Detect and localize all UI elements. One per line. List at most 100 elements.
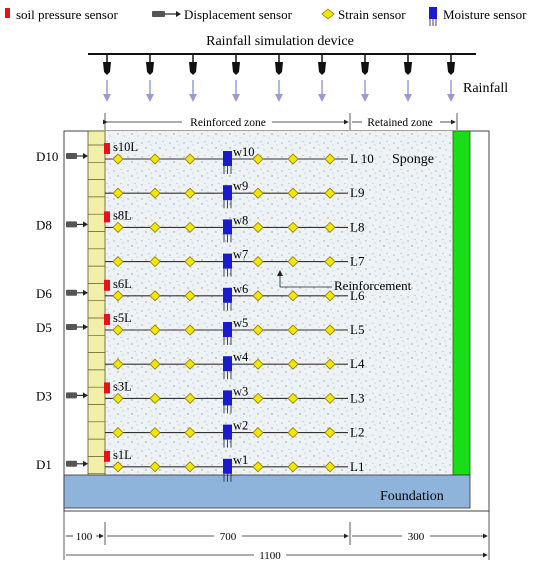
dim-middle: 700 xyxy=(220,531,237,543)
reinforcement-callout: Reinforcement xyxy=(277,270,412,293)
displacement-legend-icon xyxy=(152,11,181,17)
displacement-sensor-label: D8 xyxy=(36,217,52,232)
moisture-sensor-label: w6 xyxy=(233,282,248,296)
strain-sensor xyxy=(184,392,196,404)
strain-sensor xyxy=(184,324,196,336)
strain-sensor xyxy=(112,290,124,302)
strain-sensor xyxy=(324,221,336,233)
strain-sensor xyxy=(112,427,124,439)
strain-sensor xyxy=(287,324,299,336)
soil-pressure-label: s5L xyxy=(113,311,132,325)
moisture-sensor xyxy=(223,185,232,209)
moisture-sensor-label: w8 xyxy=(233,213,248,227)
legend-strain: Strain sensor xyxy=(338,7,406,22)
strain-sensor xyxy=(324,427,336,439)
soil-pressure-sensor xyxy=(104,450,110,462)
dim-right: 300 xyxy=(408,531,425,543)
strain-sensor xyxy=(324,392,336,404)
rain-arrow xyxy=(232,80,240,102)
soil-pressure-sensor xyxy=(104,279,110,291)
strain-sensor xyxy=(252,290,264,302)
strain-sensor xyxy=(287,187,299,199)
rain-nozzle xyxy=(275,54,283,75)
dim-total: 1100 xyxy=(259,550,281,562)
soil-fill xyxy=(105,131,453,475)
strain-sensor xyxy=(252,221,264,233)
rainfall-label: Rainfall xyxy=(463,81,508,96)
layer-label: L 10 xyxy=(350,151,374,166)
layer-label: L5 xyxy=(350,322,364,337)
strain-sensor xyxy=(287,221,299,233)
strain-sensor xyxy=(184,256,196,268)
strain-sensor xyxy=(112,392,124,404)
moisture-sensor xyxy=(223,219,232,243)
soil-pressure-label: s3L xyxy=(113,379,132,393)
strain-sensor xyxy=(324,324,336,336)
facing-joints xyxy=(88,144,105,475)
rainfall-device-label: Rainfall simulation device xyxy=(206,34,354,49)
strain-sensor xyxy=(184,290,196,302)
rain-nozzle xyxy=(318,54,326,75)
moisture-sensor-label: w4 xyxy=(233,350,249,364)
displacement-sensor-label: D1 xyxy=(36,457,52,472)
foundation xyxy=(63,474,471,509)
soil-pressure-sensor xyxy=(104,382,110,394)
facing-panel xyxy=(87,130,106,482)
strain-sensor xyxy=(252,461,264,473)
moisture-sensor xyxy=(223,356,232,380)
displacement-sensor xyxy=(66,289,88,296)
soil-pressure-label: s10L xyxy=(113,140,138,154)
moisture-sensor xyxy=(223,287,232,311)
strain-sensor xyxy=(324,461,336,473)
rain-arrow xyxy=(146,80,154,102)
strain-legend-icon xyxy=(321,8,335,20)
strain-sensor xyxy=(149,221,161,233)
strain-sensor xyxy=(287,392,299,404)
rain-arrow xyxy=(361,80,369,102)
layer-label: L4 xyxy=(350,356,365,371)
strain-sensor xyxy=(324,358,336,370)
dim-left: 100 xyxy=(76,531,93,543)
layer-label: L9 xyxy=(350,185,364,200)
rain-nozzle xyxy=(361,54,369,75)
strain-sensor xyxy=(112,461,124,473)
strain-sensor xyxy=(112,324,124,336)
strain-sensor xyxy=(149,153,161,165)
soil-pressure-label: s6L xyxy=(113,277,132,291)
strain-sensor xyxy=(149,256,161,268)
legend: soil pressure sensor Displacement sensor… xyxy=(5,7,527,26)
displacement-sensor xyxy=(66,460,88,467)
displacement-sensor xyxy=(66,221,88,228)
rain-nozzle xyxy=(103,54,111,75)
strain-sensor xyxy=(112,256,124,268)
moisture-sensor xyxy=(223,151,232,174)
zone-dimension: Reinforced zone Retained zone xyxy=(103,113,458,130)
strain-sensor xyxy=(184,221,196,233)
rain-nozzle xyxy=(404,54,412,75)
strain-sensor xyxy=(324,290,336,302)
strain-sensor xyxy=(287,461,299,473)
strain-sensor xyxy=(287,153,299,165)
strain-sensor xyxy=(149,290,161,302)
legend-soil-pressure: soil pressure sensor xyxy=(16,7,118,22)
displacement-sensor-label: D10 xyxy=(36,149,58,164)
soil-pressure-label: s1L xyxy=(113,448,132,462)
strain-sensor xyxy=(149,427,161,439)
rain-nozzle xyxy=(189,54,197,75)
strain-sensor xyxy=(149,461,161,473)
rain-arrow xyxy=(189,80,197,102)
displacement-sensor-label: D6 xyxy=(36,286,52,301)
rain-arrow xyxy=(318,80,326,102)
foundation-label: Foundation xyxy=(380,489,444,504)
displacement-sensor-label: D3 xyxy=(36,388,52,403)
moisture-sensor-label: w3 xyxy=(233,384,248,398)
strain-sensor xyxy=(184,187,196,199)
rain-arrow xyxy=(404,80,412,102)
